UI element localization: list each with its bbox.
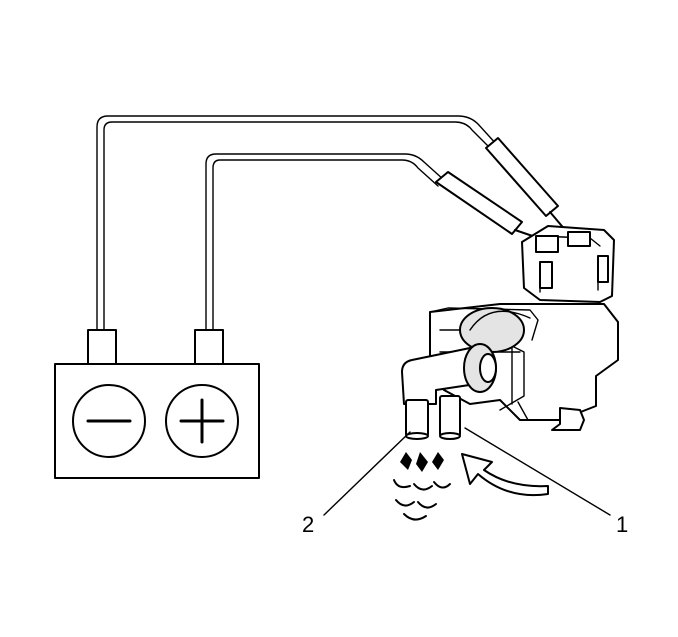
battery-negative-symbol bbox=[72, 384, 146, 458]
callout-label-1: 1 bbox=[616, 512, 628, 537]
positive-jumper-wire bbox=[205, 153, 445, 331]
airflow-arrow bbox=[461, 453, 549, 497]
battery-case bbox=[54, 363, 260, 479]
jumper-wires bbox=[96, 115, 499, 331]
battery-positive-symbol bbox=[165, 384, 239, 458]
probe-sleeve-positive bbox=[435, 171, 523, 235]
air-output-spray bbox=[393, 452, 451, 521]
battery-terminal-negative bbox=[87, 329, 117, 366]
port-elbow bbox=[401, 347, 477, 405]
solenoid-valve bbox=[401, 225, 619, 440]
battery-terminal-positive bbox=[194, 329, 224, 366]
battery bbox=[54, 329, 260, 479]
negative-jumper-wire bbox=[96, 115, 499, 331]
callout-leader-1 bbox=[464, 427, 611, 516]
negative-jumper-wire-inner bbox=[103, 121, 493, 331]
positive-jumper-wire-inner bbox=[212, 159, 439, 331]
nozzle-vent bbox=[405, 399, 429, 437]
nozzle-inlet bbox=[439, 395, 461, 437]
callout-leader-2 bbox=[323, 431, 411, 516]
probe-sleeve-negative bbox=[485, 137, 559, 217]
callout-label-2: 2 bbox=[302, 512, 314, 537]
mounting-bracket bbox=[551, 407, 585, 431]
